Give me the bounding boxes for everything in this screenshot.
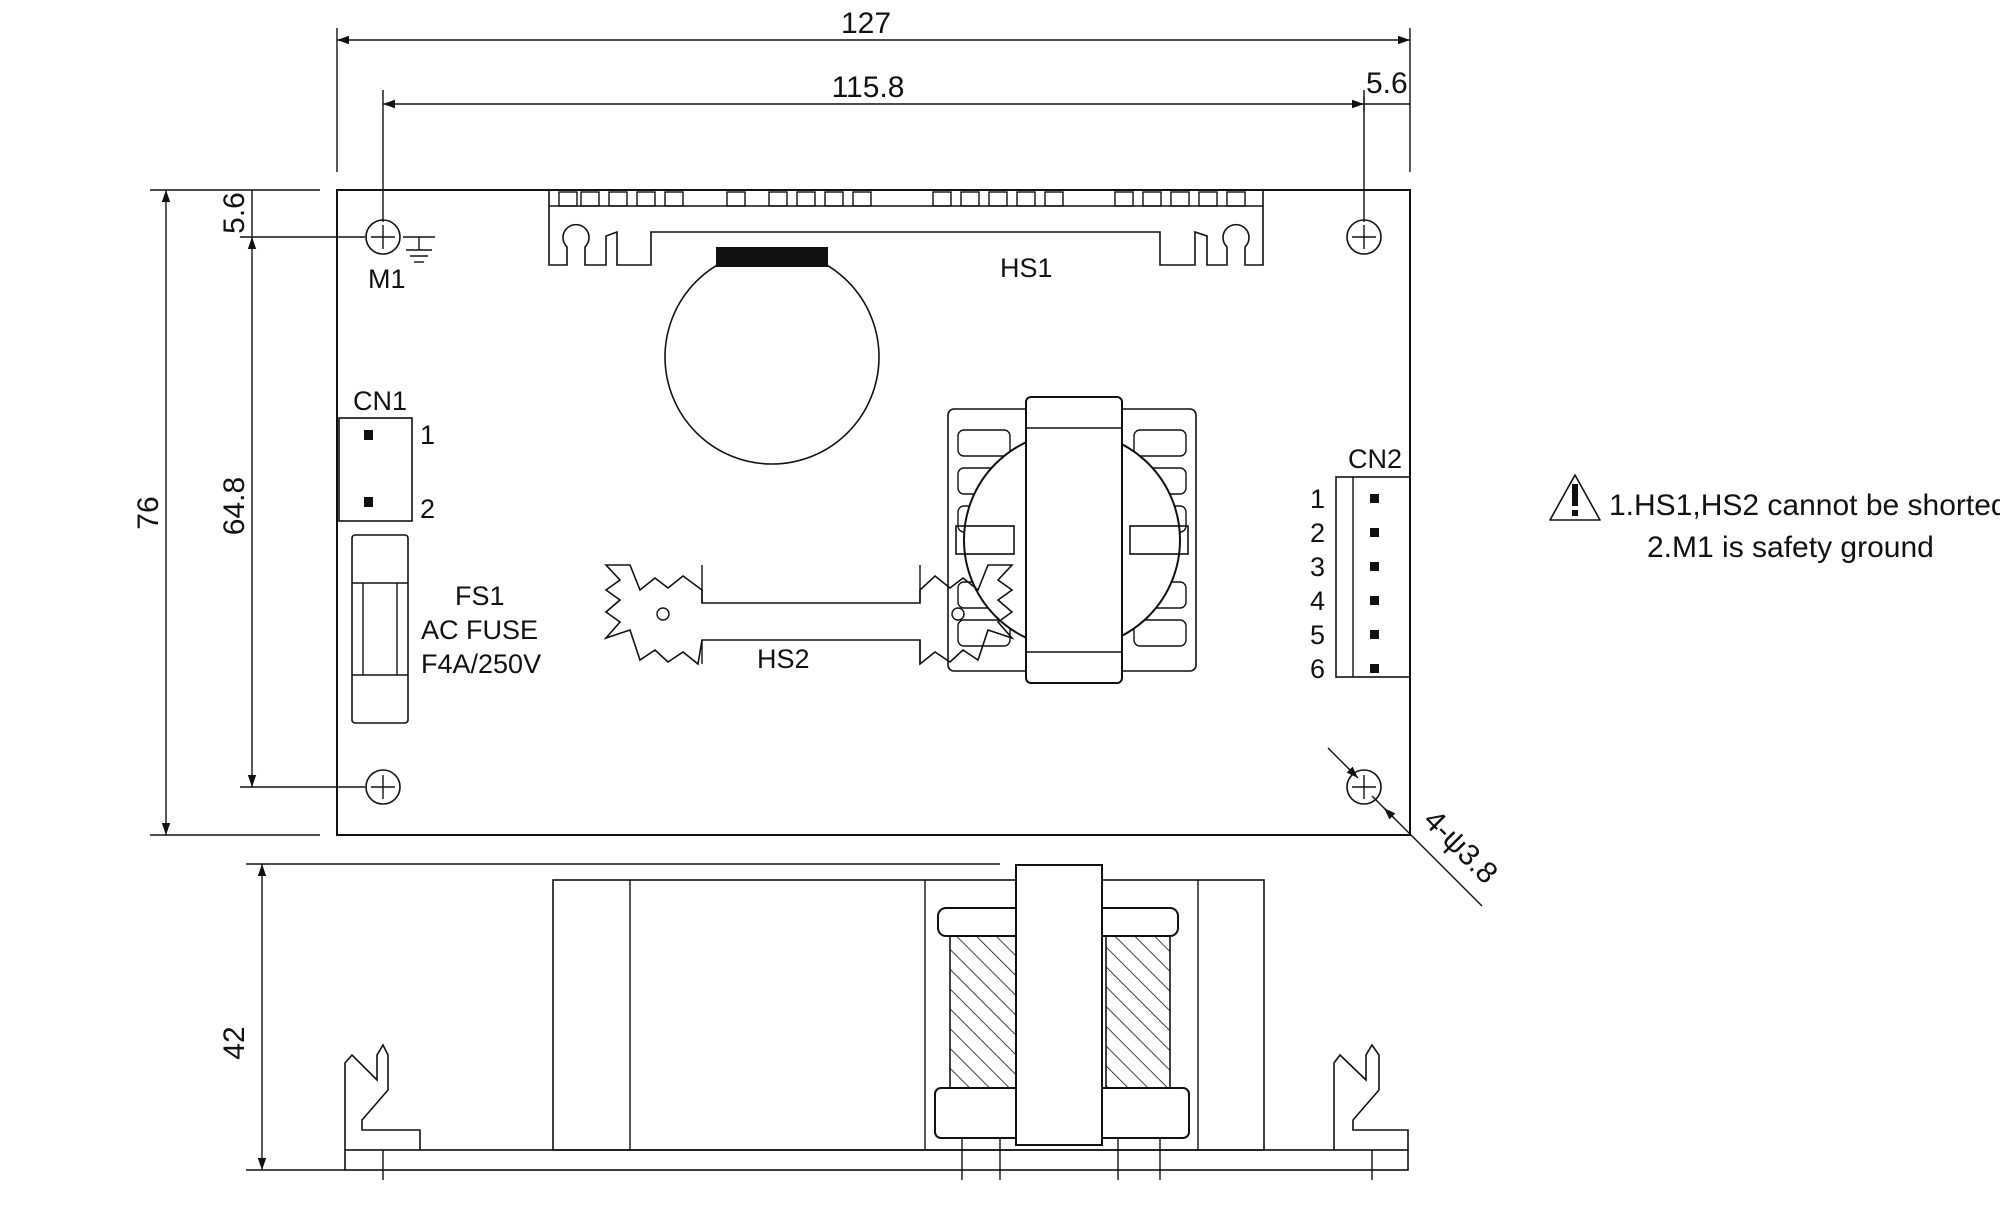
pcb-outline <box>336 189 1411 836</box>
dim-mounting-holes: 4-ψ3.8 <box>1417 804 1504 891</box>
cn2-pin-marker <box>1370 562 1379 571</box>
fuse-rating-label: F4A/250V <box>421 649 541 679</box>
cn2-pin-marker <box>1370 630 1379 639</box>
hs1-fin-slot <box>1142 191 1162 207</box>
hs1-fin-slot <box>988 191 1008 207</box>
hs1-fin-slot <box>1198 191 1218 207</box>
transformer-fin <box>957 619 1011 647</box>
hs1-fin-slot <box>852 191 872 207</box>
dim-hole-offset-right: 5.6 <box>1366 67 1408 100</box>
hs1-fin-slot <box>824 191 844 207</box>
cn2-pin-1: 1 <box>1310 484 1325 514</box>
cn2-label: CN2 <box>1348 444 1402 474</box>
mounting-hole-top-left <box>365 219 401 255</box>
top-view: M1 HS1 CN1 1 <box>336 189 1411 836</box>
cn2-pin-marker <box>1370 528 1379 537</box>
hs1-label: HS1 <box>1000 253 1053 283</box>
mounting-hole-bottom-right <box>1346 769 1382 805</box>
transformer-fin <box>957 429 1011 457</box>
hs1-fin-slot <box>796 191 816 207</box>
cn2-pin-6: 6 <box>1310 654 1325 684</box>
cn2-pin-2: 2 <box>1310 518 1325 548</box>
ground-icon <box>403 236 435 263</box>
hs2-label: HS2 <box>757 644 810 674</box>
note-2: 2.M1 is safety ground <box>1647 531 1934 564</box>
hs1-fin-slot <box>1044 191 1064 207</box>
cn2-pin-4: 4 <box>1310 586 1325 616</box>
hs1-fin-slot <box>1114 191 1134 207</box>
cn2-pin-5: 5 <box>1310 620 1325 650</box>
cn2-pin-3: 3 <box>1310 552 1325 582</box>
capacitor <box>664 247 880 465</box>
dim-overall-width: 127 <box>841 7 891 40</box>
cn2-pin-marker <box>1370 494 1379 503</box>
transformer <box>947 396 1197 684</box>
hs2-heatsink <box>603 564 1015 666</box>
hs1-fin-slot <box>580 191 600 207</box>
left-clip <box>344 1043 421 1180</box>
transformer-fin <box>1133 429 1187 457</box>
hs1-fin-slot <box>608 191 628 207</box>
hs1-fin-slot <box>768 191 788 207</box>
cn1-pin-2: 2 <box>420 494 435 524</box>
hs1-fin-slot <box>664 191 684 207</box>
note-1: 1.HS1,HS2 cannot be shorted <box>1609 489 2000 522</box>
cn2-connector <box>1335 476 1411 678</box>
side-view <box>344 864 1409 1180</box>
side-pcb <box>344 1149 1409 1171</box>
mounting-hole-bottom-left <box>365 769 401 805</box>
transformer-fin <box>1133 619 1187 647</box>
right-clip <box>1333 1043 1409 1180</box>
dim-side-height: 42 <box>218 1026 251 1059</box>
mounting-hole-top-right <box>1346 219 1382 255</box>
dim-hole-spacing-x: 115.8 <box>832 71 905 104</box>
warning-triangle-icon <box>1549 474 1601 521</box>
dim-overall-height: 76 <box>132 496 165 529</box>
cn2-pin-marker <box>1370 664 1379 673</box>
transformer-side <box>934 864 1190 1180</box>
hs1-fin-slot <box>636 191 656 207</box>
hs1-fin-slot <box>1226 191 1246 207</box>
hs1-fin-slot <box>960 191 980 207</box>
cn1-pin-1: 1 <box>420 420 435 450</box>
cn1-connector <box>338 417 413 522</box>
hs1-fin-slot <box>726 191 746 207</box>
cn1-label: CN1 <box>353 386 407 416</box>
hs1-fin-slot <box>558 191 578 207</box>
fs1-label: FS1 <box>455 581 505 611</box>
fuse-fs1 <box>351 534 409 724</box>
dim-hole-offset-top: 5.6 <box>218 192 251 234</box>
fuse-type-label: AC FUSE <box>421 615 538 645</box>
cn2-pin-marker <box>1370 596 1379 605</box>
hs1-heatsink <box>548 190 1264 266</box>
m1-label: M1 <box>368 264 406 294</box>
hs1-fin-slot <box>932 191 952 207</box>
dim-hole-spacing-y: 64.8 <box>218 477 251 535</box>
hs1-fin-slot <box>1016 191 1036 207</box>
notes-block: 1.HS1,HS2 cannot be shorted 2.M1 is safe… <box>1549 474 2000 564</box>
hs1-fin-slot <box>1170 191 1190 207</box>
